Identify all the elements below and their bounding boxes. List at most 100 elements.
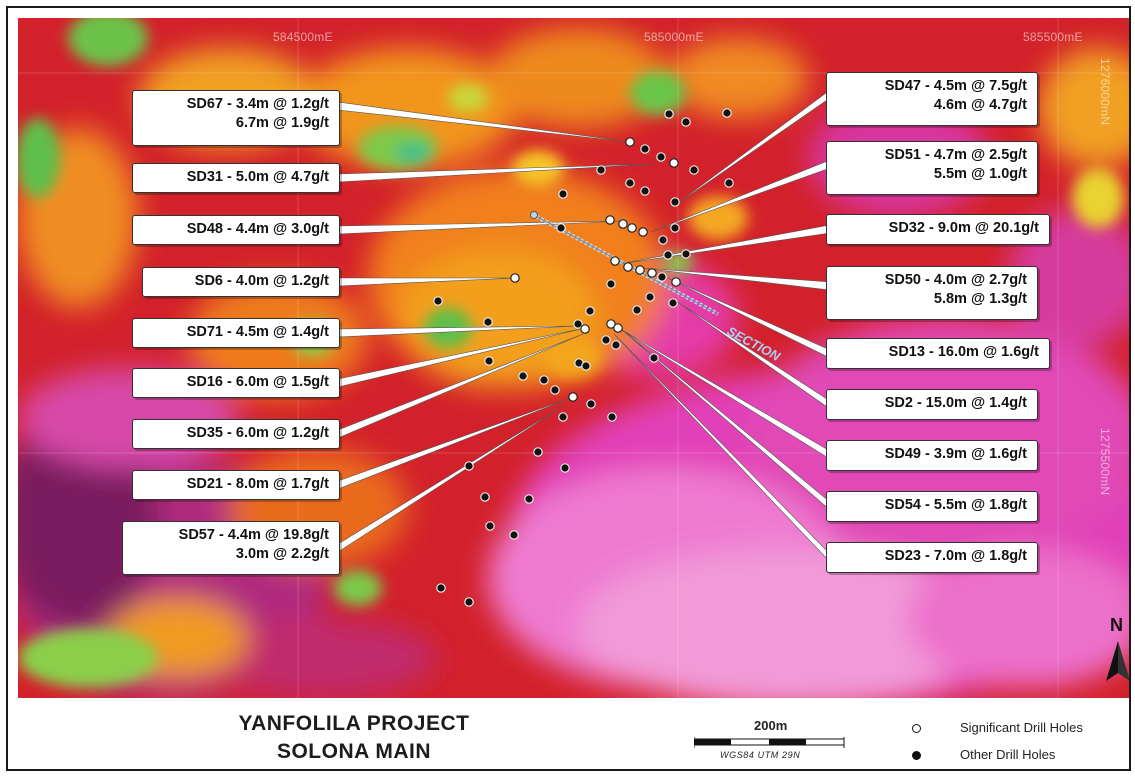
other-drill-hole <box>484 356 494 366</box>
other-drill-hole <box>485 521 495 531</box>
other-drill-hole <box>558 189 568 199</box>
callout-sd51: SD51 - 4.7m @ 2.5g/t 5.5m @ 1.0g/t <box>826 141 1038 195</box>
callout-sd32-line1: SD32 - 9.0m @ 20.1g/t <box>888 220 1039 236</box>
callout-sd54: SD54 - 5.5m @ 1.8g/t <box>826 491 1038 522</box>
other-drill-hole <box>524 494 534 504</box>
project-subtitle: SOLONA MAIN <box>276 740 432 763</box>
significant-drill-hole <box>510 273 520 283</box>
callout-sd50-line1: SD50 - 4.0m @ 2.7g/t <box>884 272 1027 288</box>
leader-sd32 <box>618 224 831 265</box>
north-letter: N <box>1110 615 1123 635</box>
north-arrow-icon <box>1106 641 1129 681</box>
callout-sd6-line1: SD6 - 4.0m @ 1.2g/t <box>194 273 329 289</box>
other-drill-hole <box>581 361 591 371</box>
significant-drill-hole <box>625 137 635 147</box>
grid-label-center: 585000mE <box>644 30 704 44</box>
other-drill-hole <box>601 335 611 345</box>
callout-sd23-line1: SD23 - 7.0m @ 1.8g/t <box>884 548 1027 564</box>
leader-sd6 <box>337 277 516 287</box>
significant-drill-hole <box>580 324 590 334</box>
other-drill-hole <box>640 186 650 196</box>
other-drill-hole <box>480 492 490 502</box>
scale-bar-label: 200m <box>754 718 788 733</box>
significant-drill-hole <box>618 219 628 229</box>
leader-sd47 <box>670 89 831 209</box>
other-drill-hole <box>550 385 560 395</box>
leader-sd49 <box>609 322 831 460</box>
callout-sd32: SD32 - 9.0m @ 20.1g/t <box>826 214 1050 245</box>
other-drill-hole <box>670 223 680 233</box>
significant-drill-hole <box>671 277 681 287</box>
callout-sd71: SD71 - 4.5m @ 1.4g/t <box>132 318 340 348</box>
other-drill-hole <box>606 279 616 289</box>
significant-drill-hole <box>638 227 648 237</box>
other-drill-hole <box>596 165 606 175</box>
project-title: YANFOLILA PROJECT <box>238 712 470 735</box>
callout-sd48: SD48 - 4.4m @ 3.0g/t <box>132 215 340 245</box>
other-hole-symbol <box>912 751 921 760</box>
other-drill-hole <box>533 447 543 457</box>
significant-drill-hole <box>623 262 633 272</box>
other-drill-hole <box>518 371 528 381</box>
other-drill-hole <box>722 108 732 118</box>
other-drill-hole <box>668 298 678 308</box>
other-drill-hole <box>689 165 699 175</box>
other-drill-hole <box>632 305 642 315</box>
callout-sd67: SD67 - 3.4m @ 1.2g/t 6.7m @ 1.9g/t <box>132 90 340 146</box>
other-drill-hole <box>464 461 474 471</box>
leader-sd71 <box>337 325 579 338</box>
callout-sd49: SD49 - 3.9m @ 1.6g/t <box>826 440 1038 471</box>
leader-sd67 <box>337 101 631 143</box>
leader-sd57 <box>337 405 564 553</box>
significant-drill-hole <box>613 323 623 333</box>
leader-sd31 <box>337 163 655 183</box>
other-drill-hole <box>656 152 666 162</box>
callout-sd50-line2: 5.8m @ 1.3g/t <box>933 291 1027 307</box>
other-drill-hole <box>586 399 596 409</box>
significant-drill-hole <box>568 392 578 402</box>
callout-sd67-line2: 6.7m @ 1.9g/t <box>235 115 329 131</box>
significant-drill-hole <box>606 319 616 329</box>
callout-sd6: SD6 - 4.0m @ 1.2g/t <box>142 267 340 297</box>
significant-hole-symbol <box>912 724 921 733</box>
callout-sd47: SD47 - 4.5m @ 7.5g/t 4.6m @ 4.7g/t <box>826 72 1038 126</box>
other-drill-hole <box>681 117 691 127</box>
north-arrow: N <box>1100 615 1129 687</box>
other-drill-hole <box>663 250 673 260</box>
significant-drill-hole <box>605 215 615 225</box>
other-drill-hole <box>464 597 474 607</box>
other-drill-hole <box>611 340 621 350</box>
leader-sd51 <box>650 159 831 233</box>
callout-sd71-line1: SD71 - 4.5m @ 1.4g/t <box>186 324 329 340</box>
callout-sd23: SD23 - 7.0m @ 1.8g/t <box>826 542 1038 573</box>
callout-sd48-line1: SD48 - 4.4m @ 3.0g/t <box>186 221 329 237</box>
callout-sd2-line1: SD2 - 15.0m @ 1.4g/t <box>884 395 1027 411</box>
callout-sd57-line1: SD57 - 4.4m @ 19.8g/t <box>178 527 329 543</box>
callout-sd51-line1: SD51 - 4.7m @ 2.5g/t <box>884 147 1027 163</box>
leader-sd23 <box>613 333 831 563</box>
geophysics-map: 584500mE 585000mE 585500mE 1276000mN 127… <box>18 18 1129 698</box>
other-drill-hole <box>607 412 617 422</box>
callout-sd51-line2: 5.5m @ 1.0g/t <box>933 166 1027 182</box>
other-drill-hole <box>433 296 443 306</box>
leader-lines <box>337 89 831 563</box>
callout-sd54-line1: SD54 - 5.5m @ 1.8g/t <box>884 497 1027 513</box>
legend-other-label: Other Drill Holes <box>960 747 1056 762</box>
grid-label-west: 584500mE <box>273 30 333 44</box>
scale-bar <box>694 737 845 748</box>
callout-sd31: SD31 - 5.0m @ 4.7g/t <box>132 163 340 193</box>
other-drill-hole <box>625 178 635 188</box>
projection-label: WGS84 UTM 29N <box>720 750 801 760</box>
map-figure: 584500mE 585000mE 585500mE 1276000mN 127… <box>6 6 1131 771</box>
drill-overlay: SECTION <box>337 89 831 607</box>
callout-sd49-line1: SD49 - 3.9m @ 1.6g/t <box>884 446 1027 462</box>
other-drill-hole <box>585 306 595 316</box>
other-drill-hole <box>509 530 519 540</box>
callout-sd13-line1: SD13 - 16.0m @ 1.6g/t <box>888 344 1039 360</box>
leader-sd35 <box>337 333 584 439</box>
callout-sd16-line1: SD16 - 6.0m @ 1.5g/t <box>186 374 329 390</box>
significant-drill-hole <box>627 223 637 233</box>
callout-sd47-line1: SD47 - 4.5m @ 7.5g/t <box>884 78 1027 94</box>
grid-label-east: 585500mE <box>1023 30 1083 44</box>
other-drill-hole <box>664 109 674 119</box>
